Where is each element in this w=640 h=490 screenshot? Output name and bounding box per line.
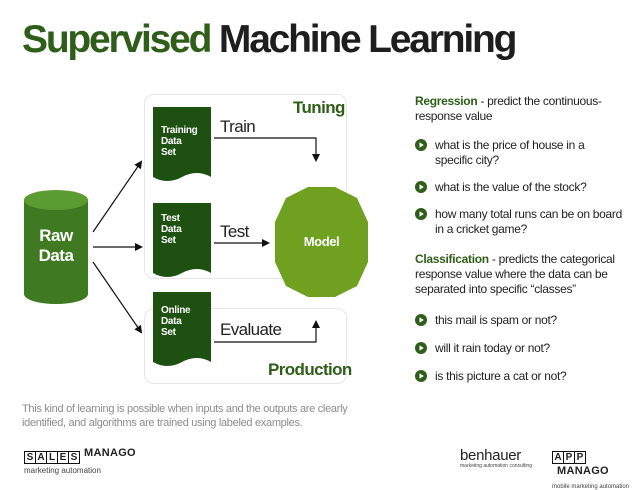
bullet-text: how many total runs can be on board in a… xyxy=(435,207,622,236)
benhauer-subtitle: marketing automation consulting xyxy=(460,463,532,469)
benhauer-word: benhauer xyxy=(460,447,521,464)
classification-keyword: Classification xyxy=(415,252,489,266)
play-circle-icon xyxy=(415,342,427,354)
training-data-set-label: Training Data Set xyxy=(161,125,198,158)
bullet-text: this mail is spam or not? xyxy=(435,313,557,327)
bullet-text: is this picture a cat or not? xyxy=(435,369,567,383)
regression-keyword: Regression xyxy=(415,94,478,108)
regression-heading: Regression - predict the continuous-resp… xyxy=(415,94,627,124)
arrow-raw-to-online xyxy=(92,261,143,334)
evaluate-label: Evaluate xyxy=(220,320,282,339)
play-circle-icon xyxy=(415,181,427,193)
bullet-text: what is the value of the stock? xyxy=(435,180,587,194)
test-document-icon xyxy=(153,203,211,277)
salesmanago-subtitle: marketing automation xyxy=(24,466,101,475)
test-data-set-label: Test Data Set xyxy=(161,213,182,246)
bullet-text: will it rain today or not? xyxy=(435,341,550,355)
production-label: Production xyxy=(268,360,352,379)
model-polygon-icon xyxy=(275,187,368,297)
arrow-evaluate-up xyxy=(214,320,320,343)
footer-note: This kind of learning is possible when i… xyxy=(22,403,348,429)
appmanago-word: MANAGO xyxy=(557,465,609,477)
flow-arrows xyxy=(92,137,320,343)
title-part-1: Supervised xyxy=(22,18,212,61)
arrow-train-to-model xyxy=(214,137,320,162)
page-title: Supervised Machine Learning xyxy=(22,16,518,64)
arrow-raw-to-training xyxy=(92,160,143,233)
raw-data-cylinder-icon xyxy=(24,190,88,304)
play-circle-icon xyxy=(415,370,427,382)
salesmanago-word: MANAGO xyxy=(84,447,136,459)
train-label: Train xyxy=(220,117,256,136)
training-document-icon xyxy=(153,107,211,181)
classification-description: - predicts the categorical response valu… xyxy=(415,252,615,296)
test-label: Test xyxy=(220,222,249,241)
appmanago-subtitle: mobile marketing automation xyxy=(552,484,630,490)
online-document-icon xyxy=(153,292,211,366)
benhauer-logo: benhauer marketing automation consulting xyxy=(460,448,532,469)
play-circle-icon xyxy=(415,139,427,151)
raw-data-label: Raw Data xyxy=(38,226,74,265)
title-part-2: Machine Learning xyxy=(218,18,518,61)
play-circle-icon xyxy=(415,208,427,220)
regression-description: - predict the continuous-response value xyxy=(415,94,602,123)
tuning-label: Tuning xyxy=(293,98,345,117)
bullet-text: what is the price of house in a specific… xyxy=(435,138,585,167)
classification-heading: Classification - predicts the categorica… xyxy=(415,252,627,297)
online-data-set-label: Online Data Set xyxy=(161,305,191,338)
play-circle-icon xyxy=(415,314,427,326)
model-label: Model xyxy=(303,234,340,249)
